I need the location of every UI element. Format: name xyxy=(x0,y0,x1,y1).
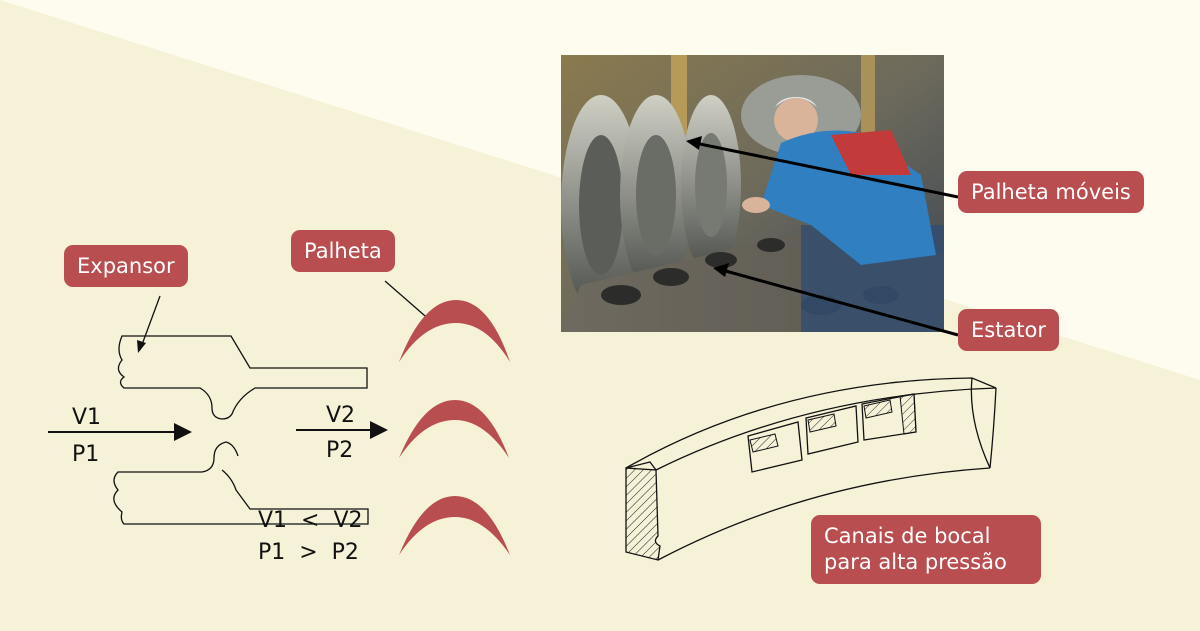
palheta-moveis-tag: Palheta móveis xyxy=(958,171,1144,214)
canais-line-1: Canais de bocal xyxy=(824,524,991,548)
steam-turbine-rotor-photo xyxy=(561,55,944,332)
p2-label: P2 xyxy=(326,438,354,463)
pressure-relation: P1 > P2 xyxy=(258,540,359,565)
palheta-pointer xyxy=(384,280,433,323)
nozzle-upper-wall xyxy=(117,335,368,420)
blade-middle xyxy=(399,400,509,458)
palheta-tag: Palheta xyxy=(291,230,395,273)
expansor-tag: Expansor xyxy=(64,245,188,288)
blade-bottom xyxy=(399,496,510,555)
nozzle-opening-2 xyxy=(805,405,859,455)
canais-line-2: para alta pressão xyxy=(824,550,1007,575)
canais-tag: Canais de bocal para alta pressão xyxy=(811,515,1041,584)
blade-top xyxy=(399,300,510,362)
nozzle-ring-drawing xyxy=(625,377,997,561)
expansor-pointer xyxy=(139,295,161,351)
nozzle-lower-wall xyxy=(113,441,369,525)
v1-label: V1 xyxy=(72,405,102,430)
nozzle-opening-1 xyxy=(747,421,803,473)
estator-tag: Estator xyxy=(958,309,1060,352)
v2-label: V2 xyxy=(326,403,356,428)
p1-label: P1 xyxy=(72,442,100,467)
nozzle-diagram xyxy=(48,280,510,555)
velocity-relation: V1 < V2 xyxy=(258,508,363,533)
